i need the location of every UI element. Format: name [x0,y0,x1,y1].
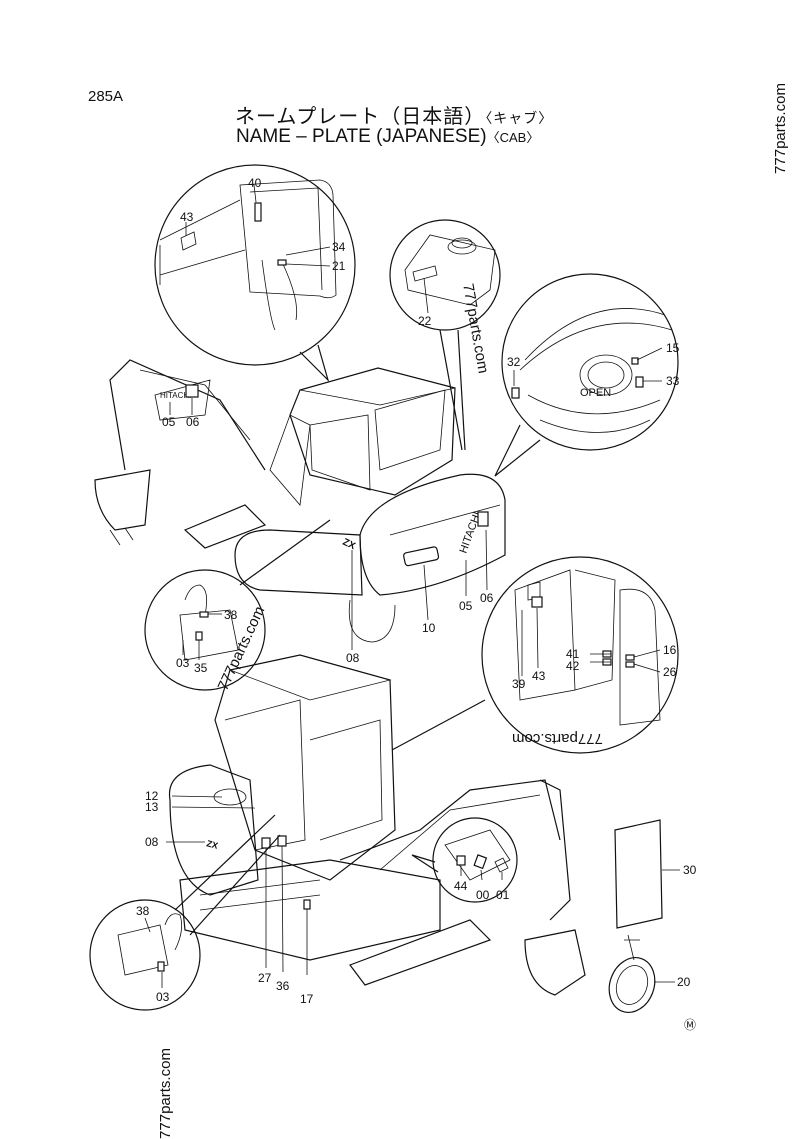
svg-text:HITACHI: HITACHI [160,391,191,400]
callout-08-lower: 08 [145,835,159,849]
title-japanese-main: ネームプレート（日本語） [235,104,486,128]
callout-42: 42 [566,659,580,673]
callout-30: 30 [683,863,697,877]
callout-32: 32 [507,355,521,369]
key-tag-item-20 [608,934,675,1013]
callout-38-upper: 38 [224,608,238,622]
callout-13: 13 [145,800,159,814]
watermark-cab-circle: 777parts.com [512,730,603,747]
callout-43: 43 [180,210,194,224]
callout-16: 16 [663,643,677,657]
nameplate-sheet-item-30 [614,819,680,929]
callout-17: 17 [300,992,314,1006]
callout-35: 35 [194,661,208,675]
title-japanese: ネームプレート（日本語）〈キャブ〉 [235,100,553,129]
callout-34: 34 [332,240,346,254]
title-english-main: NAME – PLATE (JAPANESE) [236,126,487,147]
callout-labels: 40 43 34 21 22 15 32 33 05 06 38 03 35 0… [136,176,697,1006]
callout-10: 10 [422,621,436,635]
detail-circle-boom-plate [411,817,518,903]
detail-circle-cab-door [391,556,679,754]
svg-text:ZX: ZX [341,537,358,553]
callout-03-upper: 03 [176,656,190,670]
callout-22: 22 [418,314,432,328]
callout-03-lower: 03 [156,990,170,1004]
detail-circle-engine-hood [494,273,679,477]
svg-text:ZX: ZX [205,838,219,851]
callout-00: 00 [476,888,490,902]
callout-27: 27 [258,971,272,985]
callout-05-upper: 05 [162,415,176,429]
excavator-rear-view: HITACHI HITACHI ZX [94,359,506,650]
detail-circle-lever-lower [89,814,281,1011]
detail-circle-fuel-area [389,219,501,451]
callout-36: 36 [276,979,290,993]
callout-06-upper: 06 [186,415,200,429]
callout-38-lower: 38 [136,904,150,918]
callout-08-upper: 08 [346,651,360,665]
callout-40: 40 [248,176,262,190]
callout-21: 21 [332,259,346,273]
title-english-sub: 〈CAB〉 [486,130,540,145]
watermark-bottom: 777parts.com [156,1048,174,1139]
callout-26: 26 [663,665,677,679]
detail-circle-lever-upper [144,519,331,691]
callout-05-rear: 05 [459,599,473,613]
open-label: OPEN [580,387,611,399]
callout-01: 01 [496,888,510,902]
footer-m-mark: Ⓜ [684,1018,697,1032]
watermark-top-right: 777parts.com [771,83,789,174]
detail-circle-cab-interior [154,164,356,383]
title-japanese-sub: 〈キャブ〉 [485,111,554,127]
callout-20: 20 [677,975,691,989]
callout-41: 41 [566,647,580,661]
callout-06-rear: 06 [480,591,494,605]
callout-33: 33 [666,374,680,388]
callout-39: 39 [512,677,526,691]
callout-44: 44 [454,879,468,893]
callout-12: 12 [145,789,159,803]
callout-43-cab: 43 [532,669,546,683]
title-english: NAME – PLATE (JAPANESE)〈CAB〉 [236,126,539,148]
page-number: 285A [88,88,124,105]
excavator-front-view: ZX [166,654,586,996]
callout-15: 15 [666,341,680,355]
